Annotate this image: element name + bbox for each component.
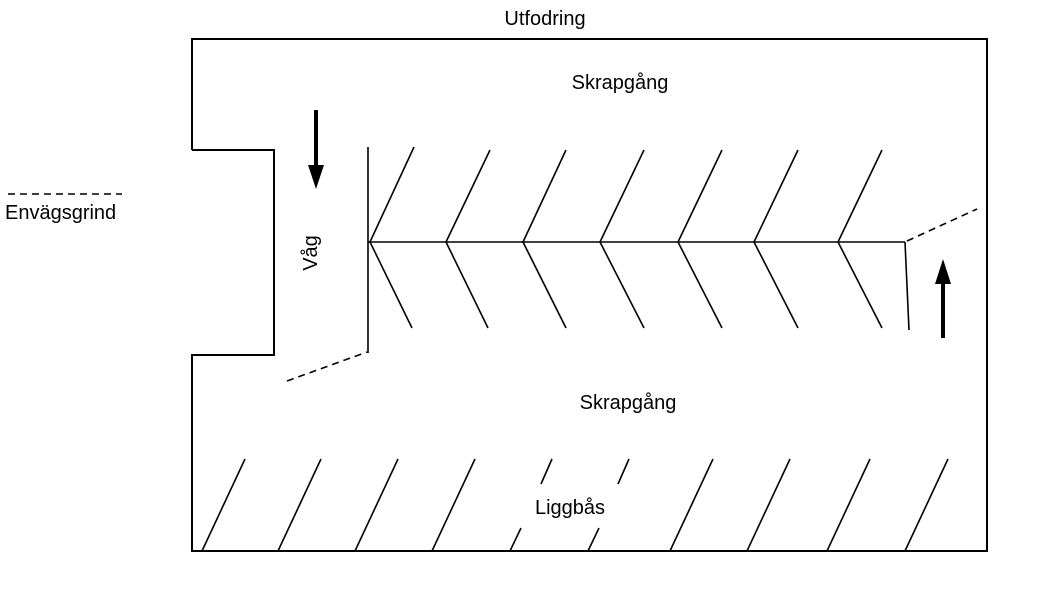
cubicle-divider [904, 458, 949, 552]
stall-divider-top [369, 146, 415, 243]
cubicle-divider [617, 458, 630, 485]
cubicle-divider [509, 527, 522, 552]
label-scrape-alley-bottom: Skrapgång [580, 392, 677, 414]
stall-divider-bottom [753, 241, 799, 329]
cubicle-divider [277, 458, 322, 552]
cubicle-divider [201, 458, 246, 552]
stall-divider-bottom [522, 241, 567, 329]
cubicle-divider [746, 458, 791, 552]
stall-divider-top [753, 149, 799, 243]
stall-right-wall [904, 241, 910, 331]
cubicle-row [201, 458, 949, 552]
stall-divider-bottom [369, 241, 413, 329]
stall-divider-top [837, 149, 883, 243]
cubicle-divider [587, 527, 600, 552]
stall-divider-bottom [677, 241, 723, 329]
cubicle-divider [431, 458, 476, 552]
arrow-down-icon [308, 110, 324, 189]
stall-divider-bottom [445, 241, 489, 329]
label-cubicles: Liggbås [535, 497, 605, 519]
central-stall-block [367, 146, 910, 353]
barn-outer-wall [191, 38, 988, 552]
cubicle-divider [826, 458, 871, 552]
label-scrape-alley-top: Skrapgång [572, 72, 669, 94]
arrow-up-icon [935, 259, 951, 338]
stall-divider-top [445, 149, 491, 243]
stall-divider-bottom [599, 241, 645, 329]
cubicle-divider [354, 458, 399, 552]
stall-divider-top [599, 149, 645, 243]
stall-divider-top [522, 149, 567, 243]
label-one-way-gate: Envägsgrind [5, 202, 116, 224]
label-scale: Våg [300, 235, 322, 271]
cubicle-divider [540, 458, 553, 485]
stall-divider-top [677, 149, 723, 243]
label-feeding: Utfodring [504, 8, 585, 30]
one-way-gate-bottom-left [286, 351, 368, 382]
stall-divider-bottom [837, 241, 883, 329]
cubicle-divider [669, 458, 714, 552]
one-way-gate-right [906, 208, 978, 242]
